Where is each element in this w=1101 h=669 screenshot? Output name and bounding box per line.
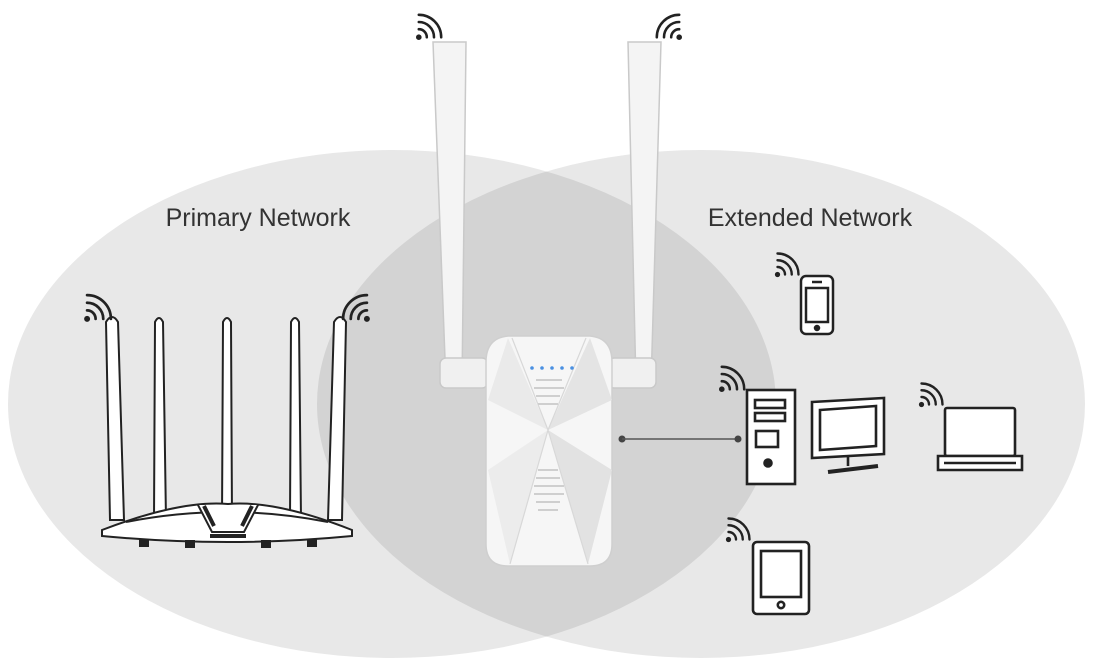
smartphone-icon xyxy=(799,274,835,336)
tablet-icon xyxy=(751,540,811,616)
ethernet-cable xyxy=(618,435,742,443)
router-icon xyxy=(101,316,353,548)
extender-wifi-left-icon xyxy=(414,13,443,42)
laptop-icon xyxy=(936,406,1024,472)
range-extender-icon xyxy=(432,41,662,567)
extender-wifi-right-icon xyxy=(655,13,684,42)
primary-network-label: Primary Network xyxy=(166,204,351,232)
desktop-computer-icon xyxy=(745,388,886,486)
extended-network-label: Extended Network xyxy=(708,204,913,232)
